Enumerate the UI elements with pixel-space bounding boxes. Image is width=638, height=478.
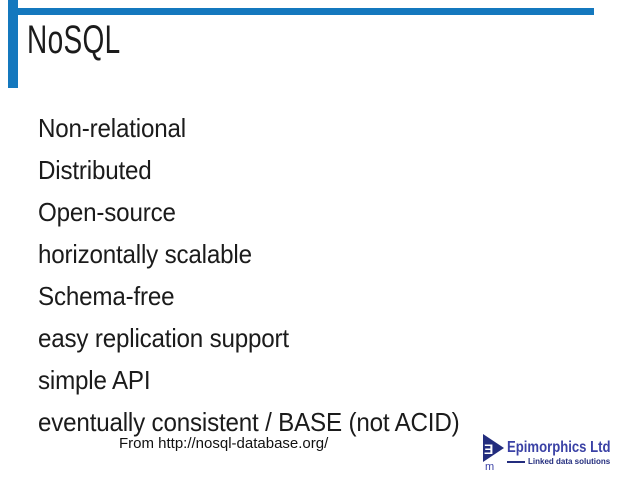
title-accent-rule (8, 8, 594, 15)
list-item-text: Schema-free (38, 280, 175, 311)
list-item: Non-relational (38, 107, 491, 149)
source-note: From http://nosql-database.org/ (119, 436, 328, 451)
list-item-text: simple API (38, 364, 151, 395)
list-item: Open-source (38, 191, 491, 233)
logo-tagline-row: Linked data solutions (507, 457, 633, 466)
title-accent-bar (8, 0, 18, 88)
list-item-text: horizontally scalable (38, 238, 252, 269)
epimorphics-logo: Ǝ m Epimorphics Ltd Linked data solution… (482, 433, 633, 471)
list-item-text: Distributed (38, 154, 152, 185)
logo-triangle (483, 434, 504, 462)
logo-text-block: Epimorphics Ltd Linked data solutions (507, 439, 633, 466)
logo-rule (507, 460, 525, 463)
list-item: simple API (38, 359, 491, 401)
slide-title-text: NoSQL (27, 18, 121, 62)
logo-glyph-m: m (485, 461, 494, 471)
list-item: horizontally scalable (38, 233, 491, 275)
logo-glyph-letter: Ǝ (484, 441, 493, 457)
list-item: Distributed (38, 149, 491, 191)
list-item-text: easy replication support (38, 322, 289, 353)
list-item: easy replication support (38, 317, 491, 359)
list-item: Schema-free (38, 275, 491, 317)
epimorphics-logo-icon: Ǝ m (483, 434, 504, 471)
logo-name: Epimorphics Ltd (507, 439, 611, 456)
list-item-text: Non-relational (38, 112, 186, 143)
source-note-text: From http://nosql-database.org/ (119, 435, 329, 452)
list-item-text: Open-source (38, 196, 176, 227)
list-item-text: eventually consistent / BASE (not ACID) (38, 406, 460, 437)
slide-title: NoSQL (27, 18, 161, 62)
list-item: eventually consistent / BASE (not ACID) (38, 401, 491, 443)
logo-tagline: Linked data solutions (528, 457, 611, 466)
